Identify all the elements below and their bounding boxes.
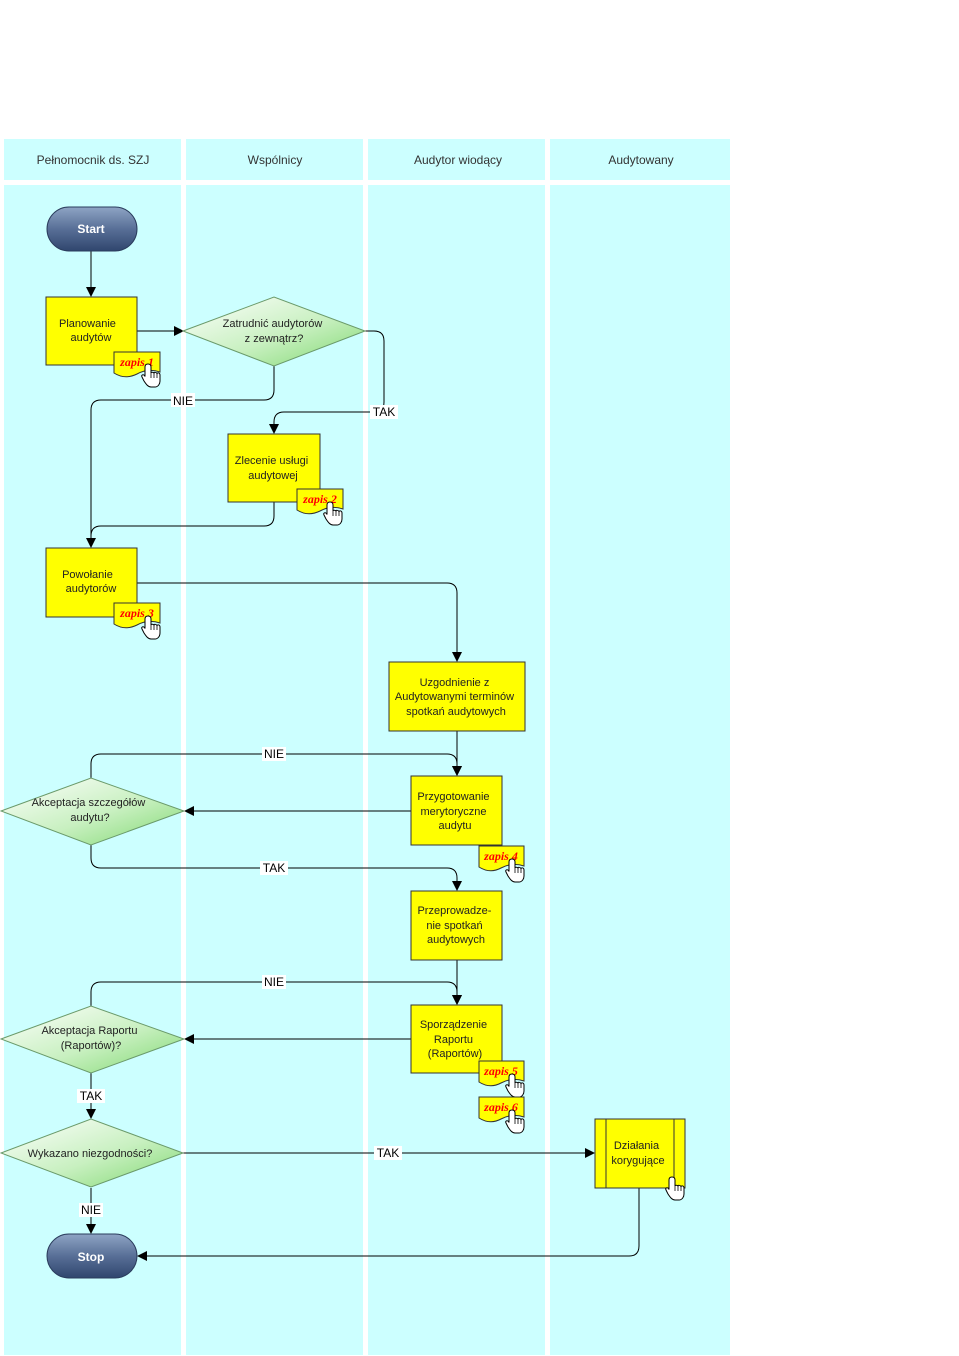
label-szczegoly-tak: TAK: [263, 861, 285, 875]
record-zapis-5-label: zapis 5: [483, 1064, 518, 1078]
box-sporzadzenie-line3: (Raportów): [428, 1048, 482, 1060]
box-przygotowanie-line3: audytu: [438, 820, 471, 832]
box-planowanie-line1: Planowanie: [59, 318, 116, 330]
box-przygotowanie-line2: merytoryczne: [420, 806, 486, 818]
record-zapis-4-label: zapis 4: [483, 849, 518, 863]
stop-label: Stop: [78, 1250, 105, 1264]
label-raport-nie: NIE: [264, 975, 284, 989]
edge-dzialania-stop: [137, 1188, 640, 1261]
svg-text:Uzgodnienie z Audytowany: Uzgodnienie z Audytowanymi terminów spot…: [395, 677, 517, 718]
stop-terminator[interactable]: Stop: [46, 1233, 138, 1279]
decision-zatrudnic[interactable]: Zatrudnić audytorów z zewnątrz?: [181, 296, 367, 367]
record-zapis-5[interactable]: zapis 5: [478, 1060, 525, 1098]
lane-title-wspolnicy: Wspólnicy: [248, 153, 303, 167]
record-zapis-3-label: zapis 3: [119, 606, 154, 620]
svg-text:Akceptacja szczegółów au: Akceptacja szczegółów audytu?: [32, 797, 149, 824]
box-powolanie[interactable]: Powołanie audytorów: [45, 547, 138, 618]
box-uzgodnienie[interactable]: Uzgodnienie z Audytowanymi terminów spot…: [388, 661, 526, 732]
decision-wykazano-line1: Wykazano niezgodności?: [28, 1148, 153, 1160]
record-zapis-6-label: zapis 6: [483, 1100, 518, 1114]
record-zapis-2[interactable]: zapis 2: [296, 488, 344, 526]
lane-title-audytowany: Audytowany: [608, 153, 673, 167]
decision-zatrudnic-line1: Zatrudnić audytorów: [223, 318, 323, 330]
lane-header-3: [368, 139, 545, 180]
box-dzialania-line2: korygujące: [611, 1155, 664, 1167]
label-wykazano-nie: NIE: [81, 1203, 101, 1217]
box-planowanie-line2: audytów: [71, 332, 112, 344]
lane-title-pelnomocnik: Pełnomocnik ds. SZJ: [37, 153, 150, 167]
box-przeprowadzenie[interactable]: Przeprowadze- nie spotkań audytowych: [410, 890, 503, 961]
box-przygotowanie[interactable]: Przygotowanie merytoryczne audytu: [410, 775, 503, 846]
box-przeprowadzenie-line3: audytowych: [427, 934, 485, 946]
box-uzgodnienie-line2: Audytowanymi terminów: [395, 691, 514, 703]
svg-text:Akceptacja Raportu (Rapo: Akceptacja Raportu (Raportów)?: [41, 1025, 140, 1052]
edge-powolanie-uzgodnienie: [137, 582, 462, 662]
svg-text:Powołanie audytorów: Powołanie audytorów: [62, 569, 116, 595]
edge-zlecenie-powolanie: [90, 502, 275, 547]
box-zlecenie-line2: audytowej: [248, 470, 298, 482]
box-uzgodnienie-line3: spotkań audytowych: [406, 706, 506, 718]
box-dzialania-line1: Działania: [614, 1140, 660, 1152]
label-zatrudnic-tak: TAK: [373, 405, 395, 419]
box-przeprowadzenie-line1: Przeprowadze-: [417, 905, 491, 917]
decision-zatrudnic-line2: z zewnątrz?: [245, 333, 304, 345]
decision-szczegoly-line2: audytu?: [70, 812, 109, 824]
record-zapis-6[interactable]: zapis 6: [478, 1096, 525, 1134]
label-zatrudnic-nie: NIE: [173, 394, 193, 408]
start-terminator[interactable]: Start: [46, 206, 138, 252]
box-dzialania-korygujace[interactable]: Działania korygujące: [594, 1118, 686, 1201]
box-przeprowadzenie-line2: nie spotkań: [426, 920, 482, 932]
decision-raport-line2: (Raportów)?: [61, 1040, 122, 1052]
decision-akceptacja-raportu[interactable]: Akceptacja Raportu (Raportów)?: [0, 1005, 186, 1074]
svg-text:Zlecenie usługi audytowe: Zlecenie usługi audytowej: [235, 455, 311, 482]
box-zlecenie-line1: Zlecenie usługi: [235, 455, 308, 467]
record-zapis-3[interactable]: zapis 3: [113, 602, 161, 640]
edge-labels: NIE TAK NIE TAK NIE TAK TAK NIE: [77, 393, 402, 1217]
lane-title-audytor: Audytor wiodący: [414, 153, 502, 167]
label-wykazano-tak: TAK: [377, 1146, 399, 1160]
box-sporzadzenie-line2: Raportu: [434, 1034, 473, 1046]
svg-text:Przygotowanie merytorycz: Przygotowanie merytoryczne audytu: [417, 791, 492, 832]
record-zapis-1[interactable]: zapis 1: [113, 351, 161, 388]
svg-text:Zatrudnić audytorów z ze: Zatrudnić audytorów z zewnątrz?: [223, 318, 326, 345]
svg-text:Wykazano niezgodności?: Wykazano niezgodności?: [28, 1148, 153, 1160]
svg-text:Planowanie audytów: Planowanie audytów: [59, 318, 119, 344]
lane-header-2: [186, 139, 363, 180]
record-zapis-4[interactable]: zapis 4: [478, 845, 525, 883]
box-sporzadzenie-line1: Sporządzenie: [420, 1019, 487, 1031]
decision-wykazano[interactable]: Wykazano niezgodności?: [0, 1118, 185, 1188]
decision-raport-line1: Akceptacja Raportu: [41, 1025, 137, 1037]
svg-text:Przeprowadze- nie spotka: Przeprowadze- nie spotkań audytowych: [417, 905, 494, 946]
label-raport-tak: TAK: [80, 1089, 102, 1103]
lane-header-1: [4, 139, 181, 180]
decision-szczegoly-line1: Akceptacja szczegółów: [32, 797, 146, 809]
box-uzgodnienie-line1: Uzgodnienie z: [420, 677, 490, 689]
svg-text:Sporządzenie Raportu: Sporządzenie Raportu (Raportów): [420, 1019, 490, 1060]
svg-text:Działania korygujące: Działania korygujące: [611, 1140, 664, 1167]
start-label: Start: [77, 222, 104, 236]
box-powolanie-line2: audytorów: [66, 583, 117, 595]
box-przygotowanie-line1: Przygotowanie: [417, 791, 489, 803]
label-szczegoly-nie: NIE: [264, 747, 284, 761]
box-powolanie-line1: Powołanie: [62, 569, 113, 581]
decision-akceptacja-szczegolow[interactable]: Akceptacja szczegółów audytu?: [0, 777, 186, 846]
lane-header-4: [550, 139, 730, 180]
